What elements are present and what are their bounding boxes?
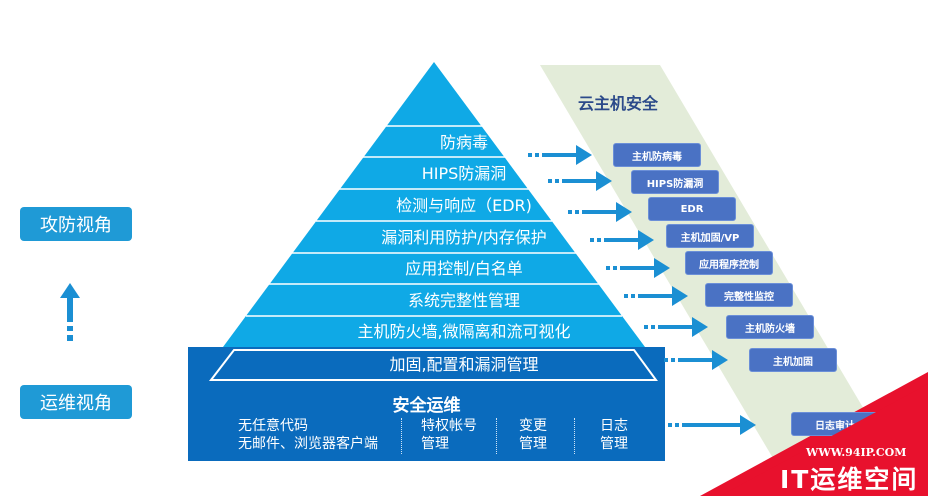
- watermark-url: WWW.94IP.COM: [806, 446, 907, 459]
- ops-col-line: 特权帐号: [421, 418, 477, 434]
- right-arrow-icon: [664, 350, 728, 370]
- layer-hardening: 加固,配置和漏洞管理: [389, 355, 539, 374]
- divider: [401, 418, 402, 454]
- divider: [574, 418, 575, 454]
- right-arrow-icon: [644, 317, 708, 337]
- ops-col-line: 管理: [600, 436, 628, 452]
- attack-view-label: 攻防视角: [20, 207, 132, 241]
- pyramid-dividers: [246, 125, 622, 317]
- ops-col-privilege: 特权帐号管理: [421, 417, 477, 453]
- cloud-item: 应用程序控制: [685, 251, 773, 275]
- right-arrow-icon: [548, 171, 612, 191]
- ops-col-line: 管理: [421, 436, 449, 452]
- pyramid: [223, 62, 645, 347]
- right-arrow-icon: [568, 202, 632, 222]
- ops-col-line: 变更: [519, 418, 547, 434]
- cloud-item: 主机防火墙: [726, 315, 814, 339]
- cloud-item: 主机防病毒: [613, 143, 701, 167]
- right-arrow-icon: [606, 258, 670, 278]
- cloud-item: HIPS防漏洞: [631, 170, 719, 194]
- cloud-item: 主机加固: [749, 348, 837, 372]
- ops-col-line: 无邮件、浏览器客户端: [238, 436, 378, 452]
- right-arrow-icon: [668, 415, 756, 435]
- cloud-item: 主机加固/VP: [666, 224, 754, 248]
- cloud-item: 完整性监控: [705, 283, 793, 307]
- cloud-title: 云主机安全: [578, 94, 659, 113]
- ops-base: [188, 347, 665, 461]
- cloud-item: 日志审计: [791, 412, 879, 436]
- ops-col-line: 日志: [600, 418, 628, 434]
- layer-hips: HIPS防漏洞: [421, 164, 507, 183]
- ops-col-line: 管理: [519, 436, 547, 452]
- layer-antivirus: 防病毒: [439, 133, 488, 152]
- ops-col-log: 日志管理: [600, 417, 628, 453]
- ops-view-label: 运维视角: [20, 385, 132, 419]
- hardening-trapezoid: [208, 349, 658, 381]
- watermark-name: IT运维空间: [780, 465, 919, 494]
- right-arrow-icon: [624, 286, 688, 306]
- layer-edr: 检测与响应（EDR): [396, 196, 532, 215]
- layer-integrity: 系统完整性管理: [407, 291, 520, 310]
- right-arrow-icon: [590, 230, 654, 250]
- layer-app-control: 应用控制/白名单: [405, 259, 523, 278]
- ops-col-code: 无任意代码无邮件、浏览器客户端: [238, 417, 378, 453]
- cloud-item: EDR: [648, 197, 736, 221]
- ops-col-change: 变更管理: [519, 417, 547, 453]
- ops-col-line: 无任意代码: [238, 418, 308, 434]
- up-arrow: [60, 283, 80, 341]
- ops-title: 安全运维: [392, 396, 461, 416]
- layer-exploit-protection: 漏洞利用防护/内存保护: [381, 228, 547, 247]
- layer-firewall: 主机防火墙,微隔离和流可视化: [357, 322, 571, 341]
- right-arrow-icon: [528, 145, 592, 165]
- divider: [496, 418, 497, 454]
